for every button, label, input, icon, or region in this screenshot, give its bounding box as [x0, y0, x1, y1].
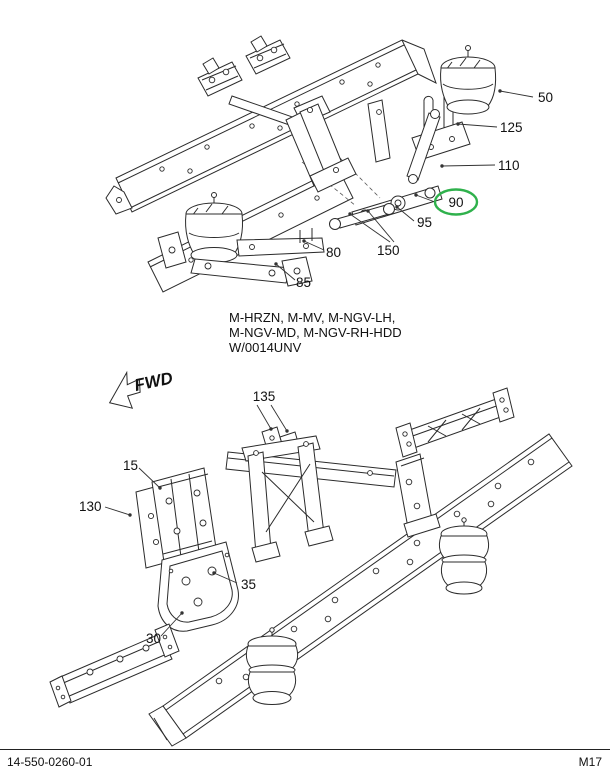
fwd-arrow-icon [108, 370, 141, 409]
rear-crossmember [395, 387, 515, 458]
callout-85: 85 [296, 275, 311, 290]
page-code: M17 [578, 755, 602, 769]
air-spring-bellows-right [438, 517, 490, 595]
bolt-hole [376, 109, 382, 115]
air-spring-bellows-center [245, 627, 299, 705]
leader-lines [104, 404, 289, 637]
frame-rail-far [105, 39, 437, 215]
hanger-bracket-right [395, 453, 441, 538]
spring-hanger-rear [245, 35, 291, 75]
caption-line-2: M-NGV-MD, M-NGV-RH-HDD [229, 325, 402, 340]
callout-95: 95 [417, 215, 432, 230]
callout-150: 150 [377, 243, 400, 258]
callout-35: 35 [241, 577, 256, 592]
callout-50: 50 [538, 90, 553, 105]
highlight-ellipse [433, 188, 479, 216]
lower-control-arm [190, 256, 313, 287]
upper-mount-arm [236, 228, 325, 257]
leader-lines [274, 89, 534, 281]
bottom-diagram: 135 15 130 35 30 [49, 387, 573, 747]
callout-90: 90 [448, 195, 463, 210]
callout-130: 130 [79, 499, 102, 514]
callout-125: 125 [500, 120, 523, 135]
air-spring-front [185, 192, 243, 263]
bracket-plate [367, 99, 391, 163]
air-spring-rear [440, 45, 497, 115]
document-number: 14-550-0260-01 [7, 755, 93, 769]
caption-line-3: W/0014UNV [229, 340, 302, 355]
hanger-bracket-upper [135, 467, 217, 569]
callout-80: 80 [326, 245, 341, 260]
callout-110: 110 [498, 158, 520, 173]
hanger-bracket-lower [157, 541, 239, 632]
support-tower [241, 435, 334, 563]
fwd-marker: FWD [108, 368, 175, 409]
fwd-label: FWD [133, 368, 175, 395]
model-caption: M-HRZN, M-MV, M-NGV-LH, M-NGV-MD, M-NGV-… [229, 310, 402, 355]
callout-135: 135 [253, 389, 276, 404]
torque-rod [329, 203, 395, 230]
callout-15: 15 [123, 458, 138, 473]
top-diagram: 50 125 110 90 95 150 80 85 [105, 35, 553, 293]
footer-divider [0, 749, 610, 750]
callout-30: 30 [146, 631, 161, 646]
front-crossmember [49, 623, 180, 708]
suspension-tower [285, 95, 357, 193]
spring-hanger-front [197, 57, 243, 97]
hidden-line [301, 161, 357, 207]
caption-line-1: M-HRZN, M-MV, M-NGV-LH, [229, 310, 396, 325]
shock-absorber [406, 109, 441, 184]
bolt-hole [168, 246, 176, 254]
